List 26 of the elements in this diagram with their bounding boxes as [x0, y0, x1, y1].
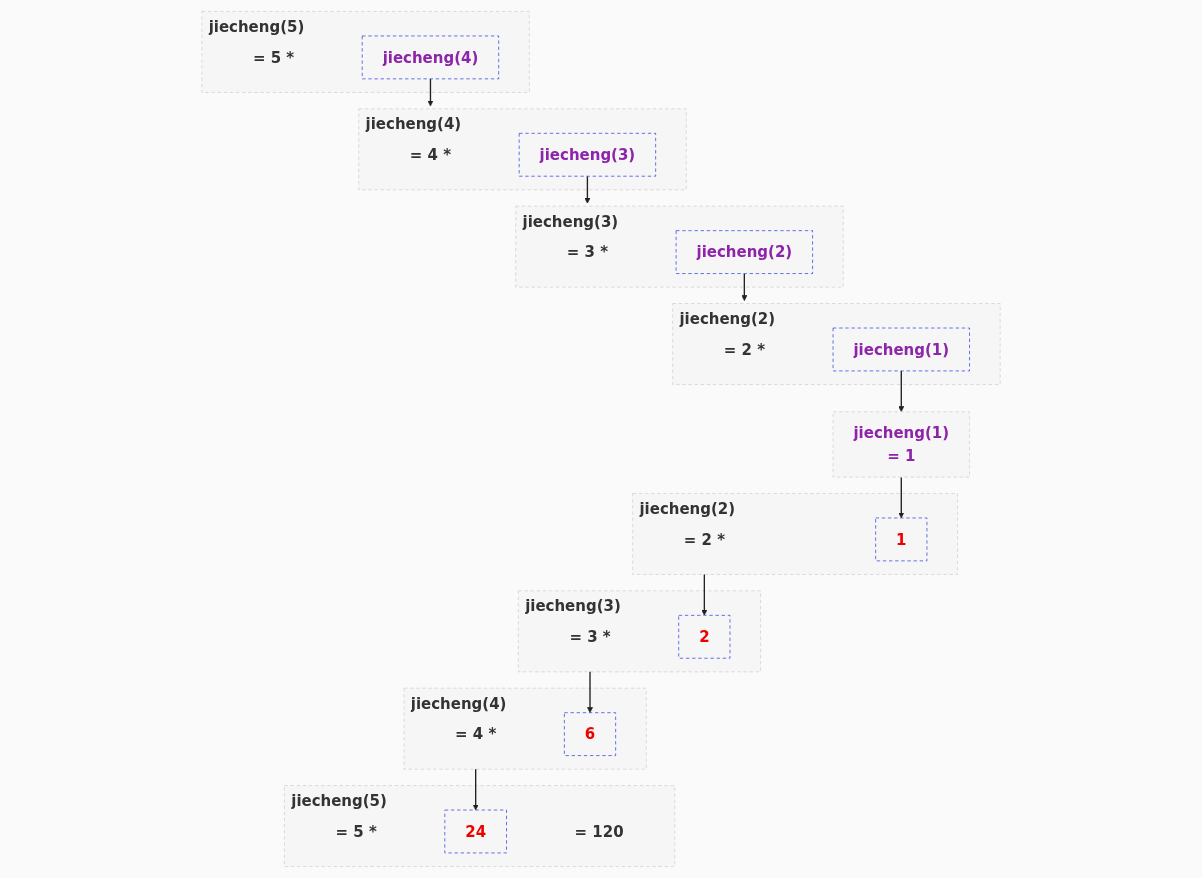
node-box: [678, 615, 731, 659]
cluster: [403, 687, 647, 770]
cluster: [632, 493, 958, 575]
node-box: [564, 712, 616, 756]
node-box: [444, 809, 507, 854]
cluster: [201, 11, 530, 93]
arrow: [898, 370, 905, 413]
cluster: [672, 303, 1001, 385]
node-box: [518, 132, 656, 177]
node-box: [832, 327, 970, 372]
cluster: [284, 785, 676, 867]
arrow: [427, 78, 434, 107]
arrow: [472, 768, 479, 811]
node-box: [675, 230, 813, 274]
cluster: [358, 108, 687, 191]
cluster: [515, 205, 844, 288]
arrow: [701, 573, 708, 616]
arrow: [898, 476, 905, 519]
cluster: [518, 590, 761, 673]
node-box: [361, 35, 500, 80]
arrow: [741, 272, 748, 302]
node-box: [875, 517, 928, 562]
flowchart: jiecheng(2) jiecheng(3) jiecheng(4) jiecheng(5) jiecheng(2) jiecheng(3) jiecheng(4) jiecheng(5) = 5 * jiecheng(4) = 4 * jiecheng(3) = 3 * jiecheng(2) = 2 * jiecheng(1) jiecheng(1) = 1 = 5 * 24 = 120 = 4 * 6 = 3 * 2 = 2 * 1: [6, 6, 1196, 872]
node-box: [832, 411, 970, 478]
arrow: [587, 671, 593, 713]
arrow: [584, 175, 591, 204]
